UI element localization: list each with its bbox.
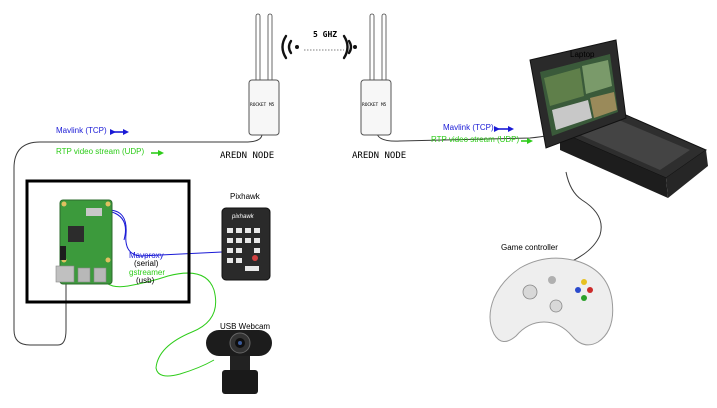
ethernet-cable-left (13, 133, 263, 346)
rtp-label-right: RTP video stream (UDP) (431, 135, 520, 144)
aredn-node-left-device (248, 13, 280, 136)
wifi-right-icon (342, 34, 357, 60)
game-controller-icon (489, 257, 614, 346)
mavproxy-label: Mavproxy (129, 251, 164, 260)
serial-cable-loop (111, 211, 126, 241)
drone-frame (25, 179, 191, 304)
laptop-title: Laptop (570, 50, 595, 59)
device-label-left: ROCKET M5 (250, 103, 275, 108)
mavlink-label-left: Mavlink (TCP) (56, 126, 107, 135)
laptop-icon (529, 39, 708, 198)
game-controller-title: Game controller (501, 243, 558, 252)
wifi-left-icon (281, 34, 299, 60)
pixhawk-board (221, 207, 271, 281)
usb-cable-webcam (99, 271, 217, 377)
gstreamer-connection: (usb) (136, 276, 155, 285)
rtp-label-left: RTP video stream (UDP) (56, 147, 145, 156)
gstreamer-label: gstreamer (129, 268, 166, 277)
webcam-title: USB Webcam (220, 322, 271, 331)
usb-cable-controller (555, 171, 602, 269)
pixhawk-title: Pixhawk (230, 192, 260, 201)
device-label-right: ROCKET M5 (362, 103, 387, 108)
raspberry-pi-board (55, 199, 113, 285)
link-arrows (110, 126, 533, 156)
mavproxy-connection: (serial) (134, 259, 159, 268)
serial-cable-pixhawk (107, 209, 223, 257)
pixhawk-logo: pixhawk (232, 214, 254, 220)
mavlink-label-right: Mavlink (TCP) (443, 123, 494, 132)
aredn-node-right-device (360, 13, 392, 136)
aredn-node-right-caption: AREDN NODE (352, 151, 407, 161)
webcam-icon (206, 330, 272, 394)
radio-band-label: 5 GHZ (313, 30, 338, 39)
aredn-node-left-caption: AREDN NODE (220, 151, 275, 161)
